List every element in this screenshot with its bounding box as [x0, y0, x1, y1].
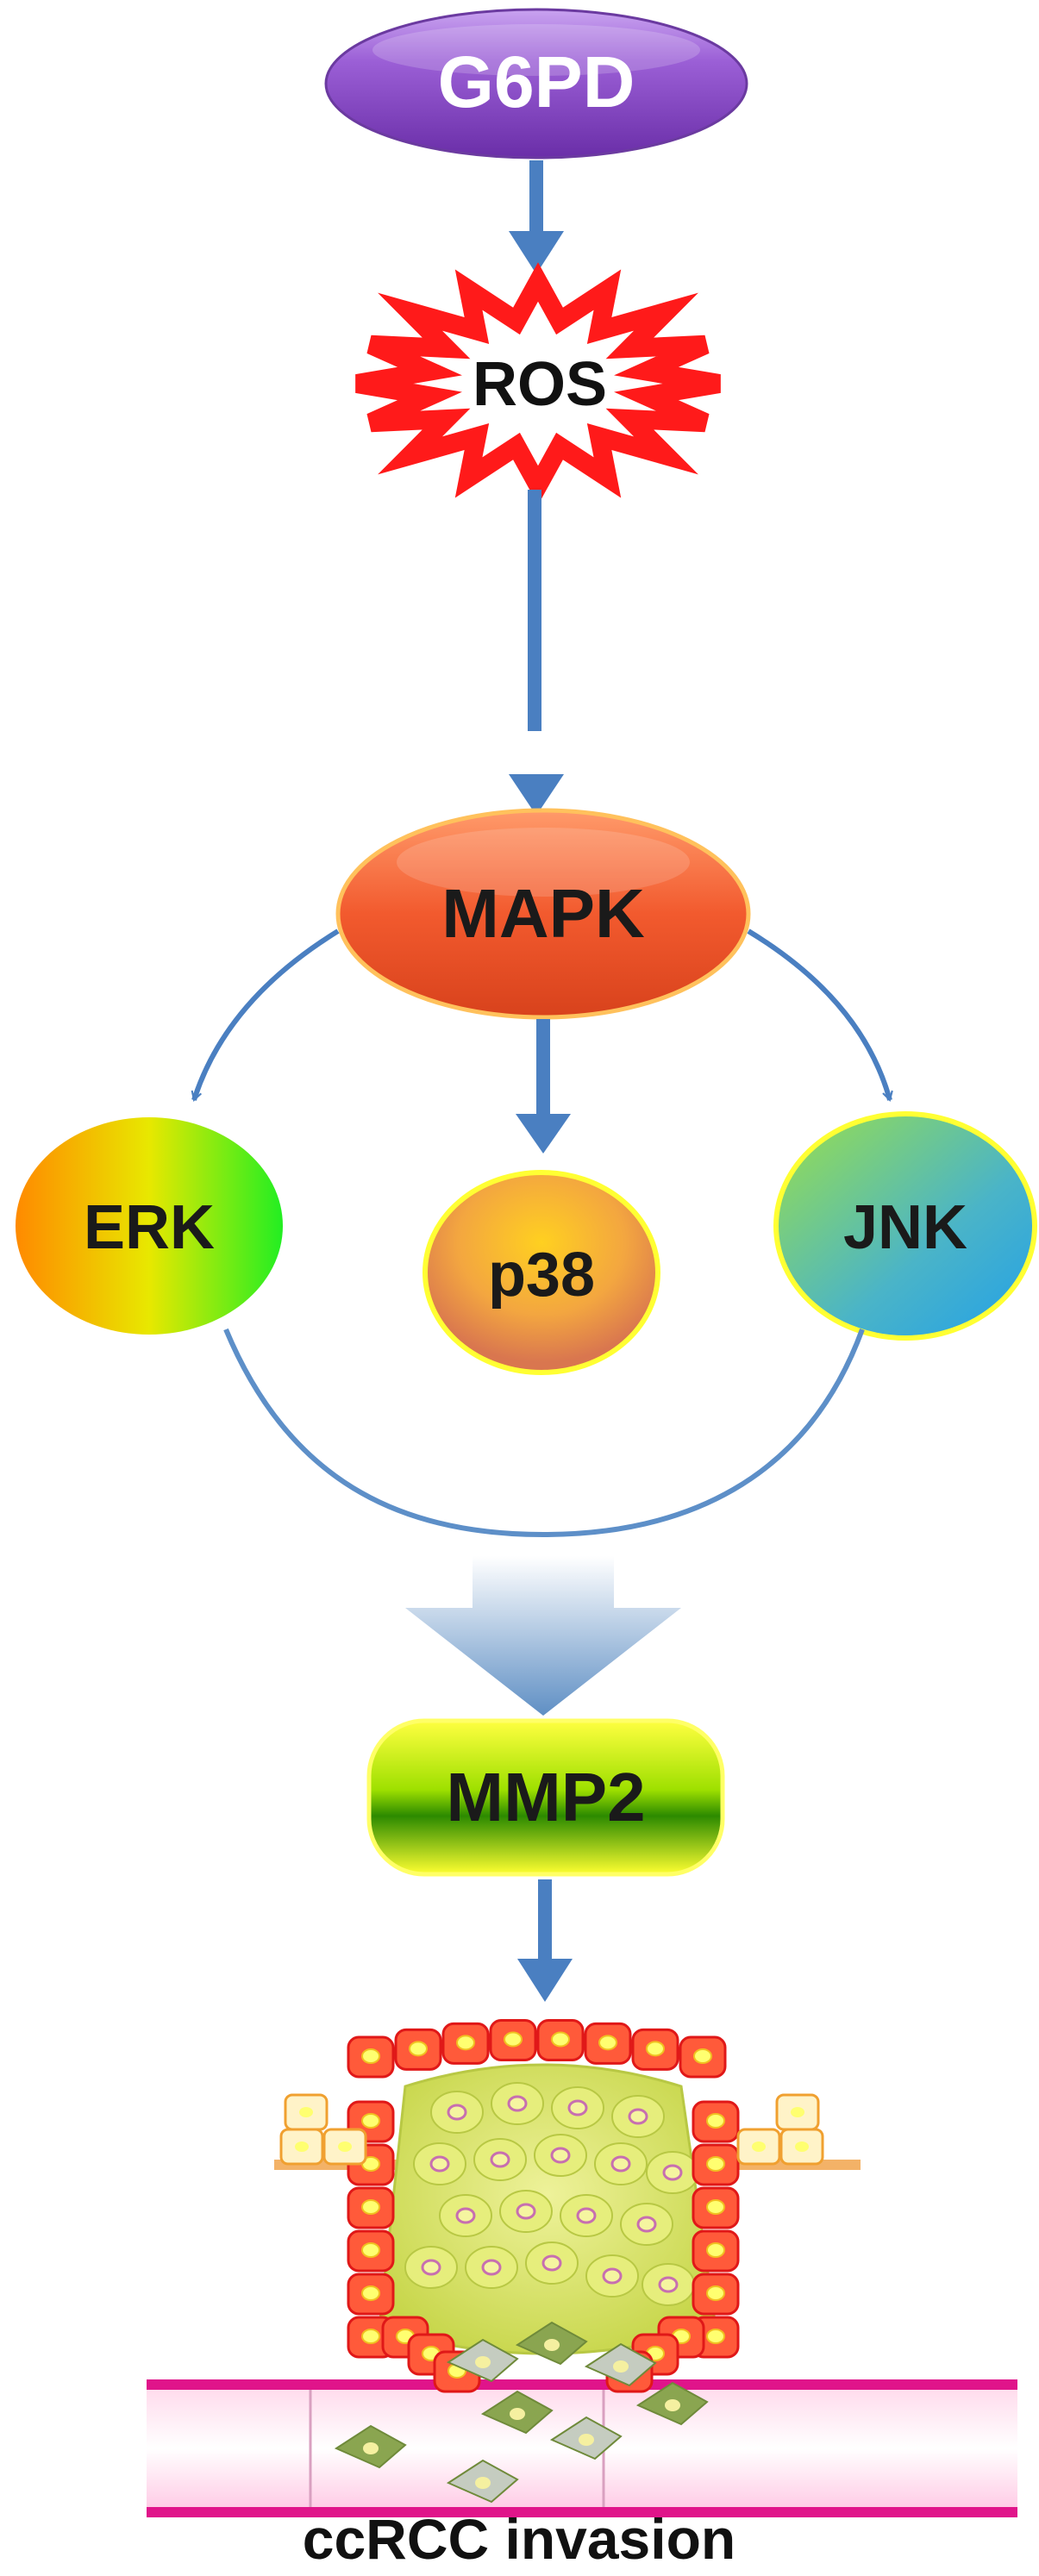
p38-label: p38	[488, 1241, 595, 1310]
tumor-cell	[585, 2254, 639, 2298]
epithelial-cell	[347, 2273, 395, 2316]
p38-node: p38	[422, 1170, 660, 1375]
migrating-cell	[446, 2338, 519, 2383]
mapk-node: MAPK	[335, 808, 751, 1020]
tumor-cell	[473, 2138, 527, 2181]
normal-cell	[284, 2093, 329, 2131]
migrating-cell	[515, 2321, 588, 2366]
epithelial-cell	[441, 2022, 490, 2065]
g6pd-node: G6PD	[324, 8, 748, 159]
g6pd-label: G6PD	[438, 41, 635, 122]
arrow-mmp2-tumor	[517, 1879, 573, 2002]
tumor-cell	[642, 2263, 695, 2306]
mmp2-label: MMP2	[446, 1759, 645, 1835]
ros-label: ROS	[473, 350, 607, 419]
tumor-cell	[430, 2091, 484, 2134]
tumor-cell	[646, 2151, 699, 2194]
arrow-mapk-jnk	[747, 928, 893, 1103]
tumor-cell	[534, 2134, 587, 2177]
big-gradient-arrow	[405, 1556, 681, 1716]
arrow-ros-mapk	[509, 490, 564, 816]
epithelial-cell	[692, 2273, 740, 2316]
migrating-cell	[334, 2424, 407, 2469]
migrating-cell	[584, 2342, 657, 2387]
arrow-mapk-p38	[516, 1019, 571, 1154]
migrating-cells	[334, 2321, 709, 2504]
tumor-cell	[465, 2246, 518, 2289]
tumor-cell	[413, 2142, 466, 2185]
tumor-cell	[439, 2194, 492, 2237]
jnk-node: JNK	[773, 1111, 1037, 1341]
tumor-cell	[620, 2203, 673, 2246]
tumor-cell	[404, 2246, 458, 2289]
epithelial-cells	[279, 2019, 824, 2393]
epithelial-cell	[536, 2019, 585, 2062]
tumor-cell	[560, 2194, 613, 2237]
tumor-cell	[551, 2086, 604, 2129]
tumor-cells	[404, 2082, 699, 2306]
normal-cell	[736, 2128, 781, 2166]
tumor-cell	[525, 2241, 579, 2285]
normal-cell	[322, 2128, 367, 2166]
epithelial-cell	[692, 2143, 740, 2186]
normal-cell	[779, 2128, 824, 2166]
tumor-cell	[499, 2190, 553, 2233]
normal-cell	[775, 2093, 820, 2131]
epithelial-cell	[631, 2028, 679, 2071]
ros-burst-shape	[355, 262, 721, 505]
epithelial-cell	[347, 2035, 395, 2079]
epithelial-cell	[679, 2035, 727, 2079]
normal-cell	[279, 2128, 324, 2166]
mapk-label: MAPK	[441, 875, 645, 952]
tumor-cell	[611, 2095, 665, 2138]
tumor-invasion-illustration	[147, 2019, 1017, 2517]
converging-curve	[223, 1328, 865, 1538]
migrating-cell	[480, 2390, 554, 2435]
epithelial-cell	[692, 2100, 740, 2143]
caption: ccRCC invasion	[303, 2507, 735, 2571]
migrating-cell	[635, 2381, 709, 2426]
epithelial-cell	[489, 2019, 537, 2062]
tumor-cell	[594, 2142, 648, 2185]
mmp2-node: MMP2	[366, 1718, 725, 1877]
epithelial-cell	[347, 2186, 395, 2229]
epithelial-cell	[692, 2229, 740, 2273]
tumor-cell	[491, 2082, 544, 2125]
erk-node: ERK	[16, 1117, 283, 1335]
epithelial-cell	[584, 2022, 632, 2065]
epithelial-cell	[347, 2229, 395, 2273]
jnk-label: JNK	[843, 1193, 967, 1262]
migrating-cell	[549, 2416, 623, 2460]
erk-label: ERK	[84, 1193, 215, 1262]
arrow-mapk-erk	[191, 928, 340, 1103]
epithelial-cell	[692, 2186, 740, 2229]
ros-node: ROS	[355, 262, 721, 505]
epithelial-cell	[394, 2028, 442, 2071]
arrow-g6pd-ros	[509, 160, 564, 274]
migrating-cell	[446, 2459, 519, 2504]
